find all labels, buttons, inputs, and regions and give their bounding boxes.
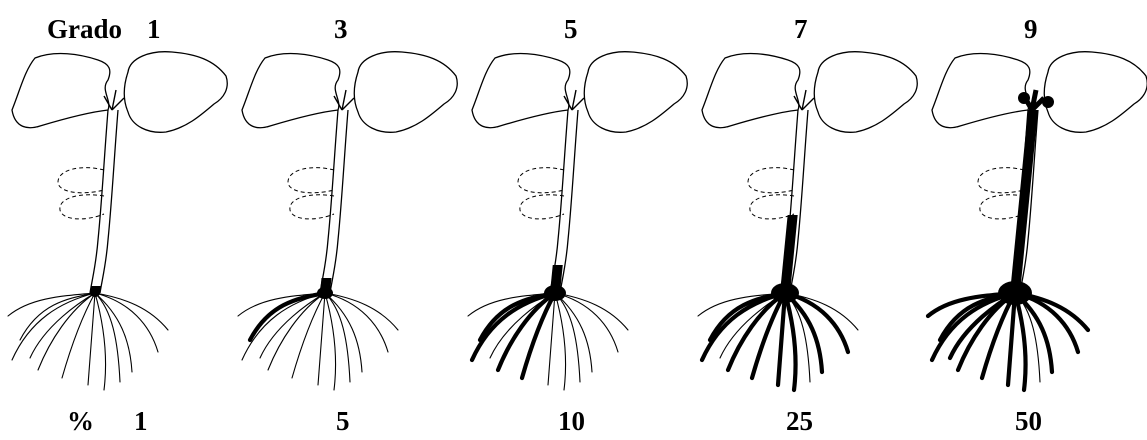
lower-cotyledon (520, 195, 564, 219)
right-leaf (814, 52, 917, 133)
left-leaf (702, 54, 800, 128)
percent-label-5: 5 (336, 408, 350, 435)
grado-label-7: 7 (794, 16, 808, 43)
lesion-left-node (1018, 92, 1030, 104)
left-leaf (932, 54, 1030, 128)
upper-cotyledon (288, 168, 334, 193)
healthy-root (325, 293, 362, 372)
seedling-drawing (460, 40, 690, 400)
upper-cotyledon (748, 168, 794, 193)
lower-cotyledon (290, 195, 334, 219)
diseased-stem-section (780, 215, 798, 293)
plant-grado-7 (690, 40, 920, 400)
grado-prefix-label: Grado (47, 16, 122, 43)
stem-right-edge (790, 110, 808, 293)
petioles (794, 90, 814, 110)
left-leaf (12, 54, 110, 128)
diseased-stem-section (1010, 110, 1038, 293)
lower-cotyledon (980, 195, 1024, 219)
plant-grado-1 (0, 40, 230, 400)
healthy-root (95, 293, 106, 390)
seedling-drawing (230, 40, 460, 400)
upper-cotyledon (518, 168, 564, 193)
percent-label-10: 10 (558, 408, 585, 435)
left-leaf (472, 54, 570, 128)
lesion-right-node (1042, 96, 1054, 108)
plant-grado-5 (460, 40, 690, 400)
seedling-drawing (690, 40, 920, 400)
healthy-root (325, 293, 336, 390)
root-collar-lesion (90, 289, 100, 297)
percent-label-1: 1 (134, 408, 148, 435)
stem-right-edge (560, 110, 578, 293)
left-leaf (242, 54, 340, 128)
seedling-drawing (920, 40, 1147, 400)
root-collar-lesion (998, 281, 1032, 305)
plant-grado-3 (230, 40, 460, 400)
upper-cotyledon (58, 168, 104, 193)
petioles (104, 90, 124, 110)
seedling-drawing (0, 40, 230, 400)
healthy-root (95, 293, 132, 372)
percent-prefix-label: % (67, 408, 94, 435)
lower-cotyledon (750, 195, 794, 219)
right-leaf (1044, 52, 1147, 133)
petioles (334, 90, 354, 110)
diseased-root (785, 293, 796, 390)
right-leaf (354, 52, 457, 133)
petioles (564, 90, 584, 110)
lower-cotyledon (60, 195, 104, 219)
grado-label-3: 3 (334, 16, 348, 43)
right-leaf (124, 52, 227, 133)
root-collar-lesion (317, 287, 333, 299)
plant-grado-9 (920, 40, 1147, 400)
right-leaf (584, 52, 687, 133)
healthy-root (555, 293, 566, 390)
healthy-root (555, 293, 592, 372)
percent-label-25: 25 (786, 408, 813, 435)
grado-label-5: 5 (564, 16, 578, 43)
grado-label-9: 9 (1024, 16, 1038, 43)
root-collar-lesion (544, 285, 566, 301)
stem-right-edge (100, 110, 118, 293)
percent-label-50: 50 (1015, 408, 1042, 435)
stem-right-edge (330, 110, 348, 293)
upper-cotyledon (978, 168, 1024, 193)
grado-label-1: 1 (147, 16, 161, 43)
diseased-root (1015, 293, 1026, 390)
root-collar-lesion (771, 283, 799, 303)
